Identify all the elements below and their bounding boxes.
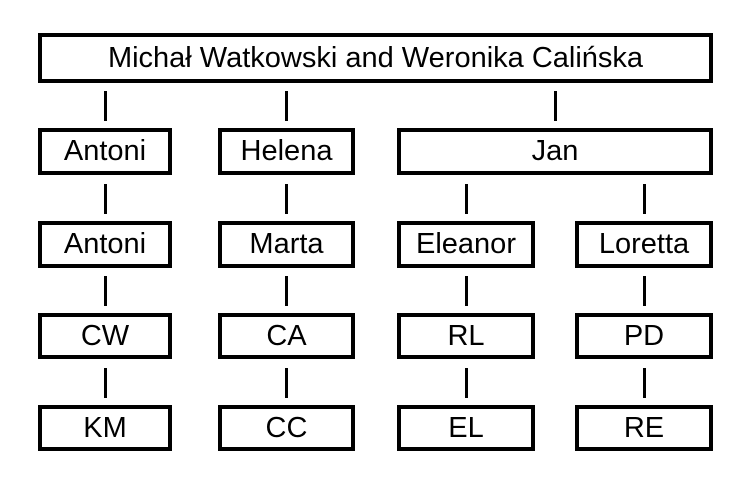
- connector-line: [285, 368, 288, 398]
- connector-line: [104, 91, 107, 121]
- connector-line: [643, 368, 646, 398]
- connector-line: [285, 276, 288, 306]
- node-rl: RL: [397, 313, 535, 359]
- node-el: EL: [397, 405, 535, 451]
- connector-line: [104, 368, 107, 398]
- node-loretta: Loretta: [575, 221, 713, 268]
- connector-line: [643, 276, 646, 306]
- connector-line: [643, 184, 646, 214]
- node-ca: CA: [218, 313, 355, 359]
- connector-line: [465, 368, 468, 398]
- connector-line: [285, 184, 288, 214]
- connector-line: [554, 91, 557, 121]
- node-km: KM: [38, 405, 172, 451]
- connector-line: [465, 276, 468, 306]
- connector-line: [104, 184, 107, 214]
- connector-line: [104, 276, 107, 306]
- node-helena: Helena: [218, 128, 355, 175]
- node-pd: PD: [575, 313, 713, 359]
- node-re: RE: [575, 405, 713, 451]
- connector-line: [465, 184, 468, 214]
- node-antoni-gen3: Antoni: [38, 221, 172, 268]
- node-jan: Jan: [397, 128, 713, 175]
- node-marta: Marta: [218, 221, 355, 268]
- node-antoni-gen2: Antoni: [38, 128, 172, 175]
- connector-line: [285, 91, 288, 121]
- node-cw: CW: [38, 313, 172, 359]
- node-root-couple: Michał Watkowski and Weronika Calińska: [38, 33, 713, 83]
- node-cc: CC: [218, 405, 355, 451]
- node-eleanor: Eleanor: [397, 221, 535, 268]
